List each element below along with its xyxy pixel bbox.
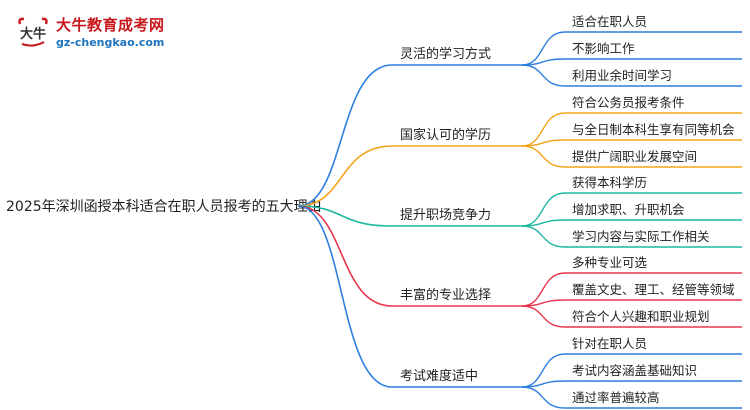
logo-mark-text: 大牛 bbox=[20, 26, 46, 42]
leaf-topic[interactable]: 符合个人兴趣和职业规划 bbox=[572, 309, 710, 324]
branch-topic[interactable]: 考试难度适中 bbox=[400, 368, 478, 384]
leaf-topic[interactable]: 通过率普遍较高 bbox=[572, 390, 660, 405]
site-name: 大牛教育成考网 bbox=[56, 16, 165, 34]
leaf-topic[interactable]: 获得本科学历 bbox=[572, 175, 647, 190]
leaf-topic[interactable]: 覆盖文史、理工、经管等领域 bbox=[572, 282, 735, 297]
leaf-topic[interactable]: 多种专业可选 bbox=[572, 255, 648, 270]
connector-line bbox=[521, 139, 566, 147]
leaf-topic[interactable]: 针对在职人员 bbox=[572, 336, 647, 351]
leaf-topic[interactable]: 提供广阔职业发展空间 bbox=[572, 149, 697, 164]
connector-line bbox=[521, 58, 566, 66]
connector-line bbox=[521, 353, 566, 388]
bull-logo-icon: 大牛 bbox=[18, 17, 48, 47]
connector-line bbox=[521, 225, 566, 248]
connector-line bbox=[297, 205, 393, 388]
connector-line bbox=[521, 145, 566, 168]
leaf-topic[interactable]: 适合在职人员 bbox=[572, 14, 647, 29]
connector-line bbox=[521, 386, 566, 409]
leaf-topic[interactable]: 符合公务员报考条件 bbox=[572, 95, 685, 110]
leaf-topic[interactable]: 利用业余时间学习 bbox=[572, 68, 672, 83]
branch-topic[interactable]: 丰富的专业选择 bbox=[400, 287, 491, 303]
connector-line bbox=[521, 31, 566, 66]
leaf-topic[interactable]: 增加求职、升职机会 bbox=[572, 202, 685, 217]
leaf-topic[interactable]: 考试内容涵盖基础知识 bbox=[572, 363, 697, 378]
connector-line bbox=[521, 219, 566, 227]
connector-line bbox=[521, 299, 566, 307]
branch-topic[interactable]: 提升职场竞争力 bbox=[400, 207, 491, 223]
connector-line bbox=[521, 192, 566, 227]
root-topic[interactable]: 2025年深圳函授本科适合在职人员报考的五大理由 bbox=[6, 199, 322, 215]
connector-line bbox=[297, 205, 393, 307]
leaf-topic[interactable]: 学习内容与实际工作相关 bbox=[572, 229, 710, 244]
leaf-topic[interactable]: 与全日制本科生享有同等机会 bbox=[572, 122, 735, 137]
site-logo[interactable]: 大牛 大牛教育成考网 gz-chengkao.com bbox=[16, 10, 176, 56]
connector-line bbox=[521, 64, 566, 87]
connector-line bbox=[521, 272, 566, 307]
connector-line bbox=[521, 305, 566, 328]
connector-line bbox=[297, 64, 393, 207]
connector-line bbox=[521, 112, 566, 147]
site-url: gz-chengkao.com bbox=[56, 36, 165, 49]
connector-line bbox=[521, 380, 566, 388]
connector-line bbox=[297, 145, 393, 207]
leaf-topic[interactable]: 不影响工作 bbox=[572, 41, 635, 56]
branch-topic[interactable]: 国家认可的学历 bbox=[400, 127, 491, 143]
connector-line bbox=[297, 205, 393, 227]
branch-topic[interactable]: 灵活的学习方式 bbox=[400, 46, 491, 62]
